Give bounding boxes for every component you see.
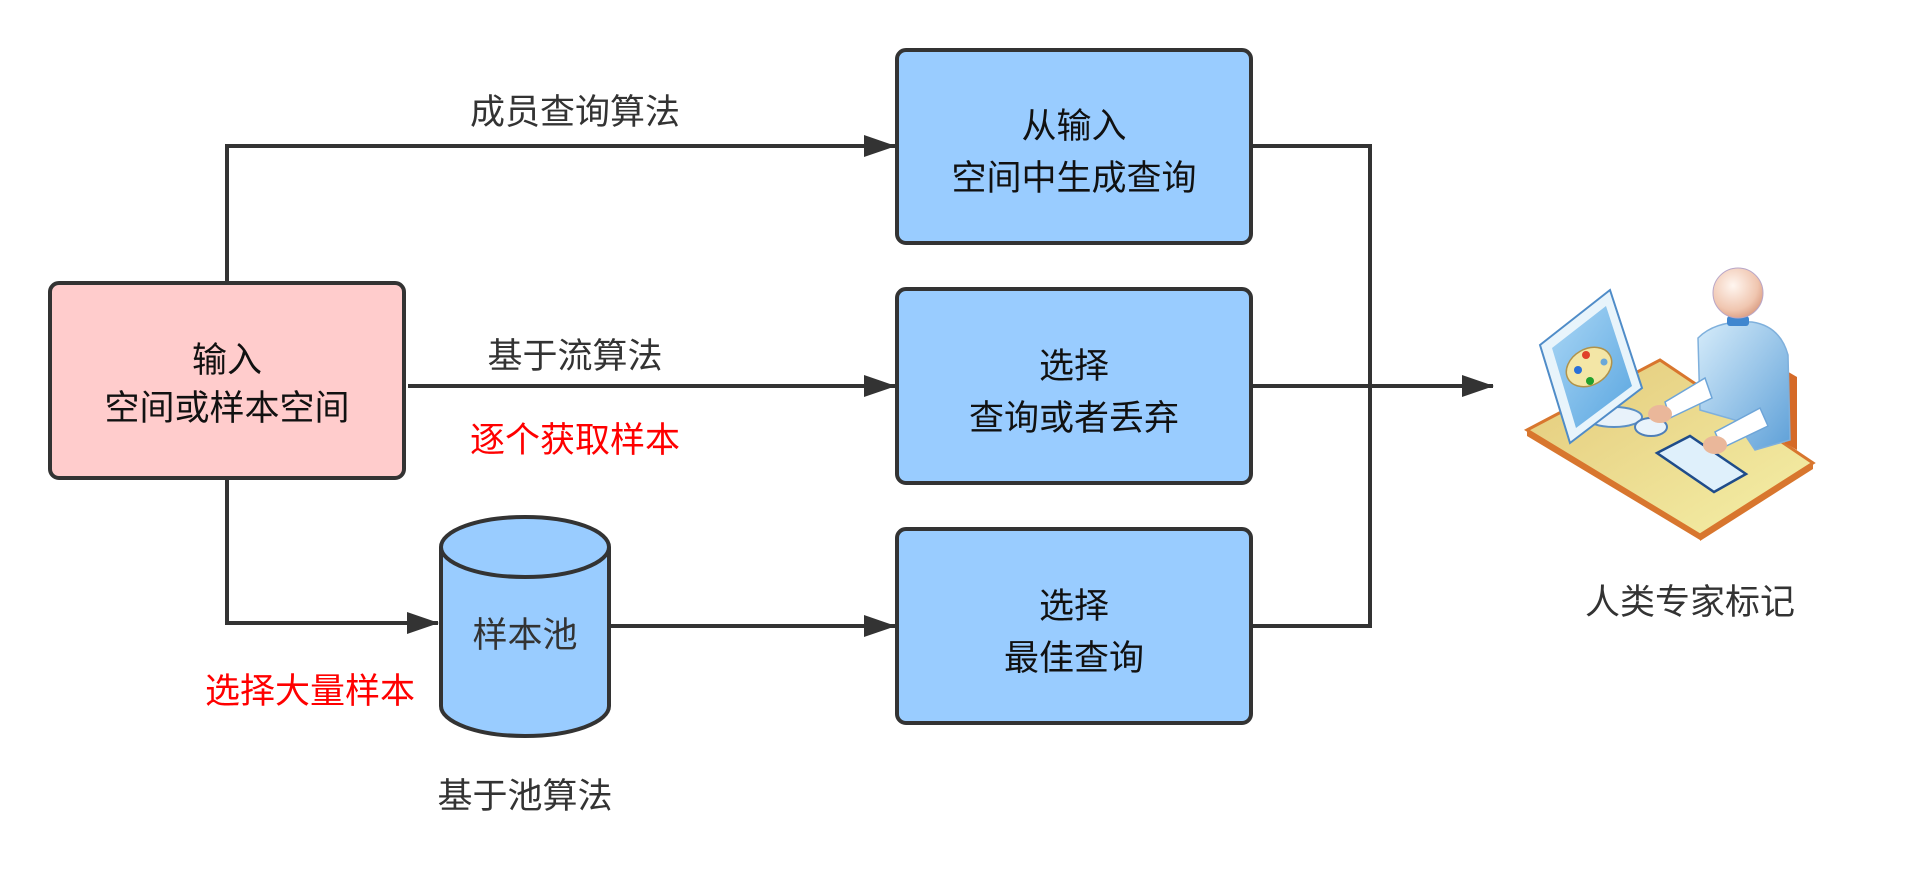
human-expert-label: 人类专家标记	[1585, 583, 1795, 623]
generate-query-line2: 空间中生成查询	[951, 159, 1196, 199]
sample-pool-cylinder-top	[439, 515, 611, 579]
label-membership-query: 成员查询算法	[470, 93, 680, 133]
person-at-computer-icon	[1523, 267, 1816, 541]
annotation-one-by-one: 逐个获取样本	[470, 421, 680, 461]
input-node[interactable]: 输入 空间或样本空间	[48, 281, 406, 480]
input-node-line1: 输入	[192, 341, 262, 381]
select-or-discard-node[interactable]: 选择 查询或者丢弃	[895, 287, 1253, 485]
generate-query-node[interactable]: 从输入 空间中生成查询	[895, 48, 1253, 245]
sample-pool-cylinder-body[interactable]	[439, 547, 611, 738]
select-best-line1: 选择	[1039, 587, 1109, 627]
edges	[225, 135, 1494, 637]
label-stream-based: 基于流算法	[487, 337, 662, 377]
select-or-discard-line1: 选择	[1039, 347, 1109, 387]
label-pool-based: 基于池算法	[437, 777, 612, 817]
generate-query-box[interactable]	[895, 48, 1253, 245]
sample-pool-node[interactable]: 样本池	[439, 515, 611, 738]
select-or-discard-line2: 查询或者丢弃	[969, 399, 1179, 439]
input-node-line2: 空间或样本空间	[104, 389, 349, 429]
generate-query-line1: 从输入	[1021, 107, 1126, 147]
annotation-select-many: 选择大量样本	[205, 672, 415, 712]
edge-membership-query	[225, 135, 896, 282]
input-node-box[interactable]	[48, 281, 406, 480]
select-best-node[interactable]: 选择 最佳查询	[895, 527, 1253, 725]
select-best-box[interactable]	[895, 527, 1253, 725]
select-or-discard-box[interactable]	[895, 287, 1253, 485]
edge-pool-based	[225, 480, 439, 634]
sample-pool-label: 样本池	[472, 616, 577, 656]
select-best-line2: 最佳查询	[1004, 639, 1144, 679]
